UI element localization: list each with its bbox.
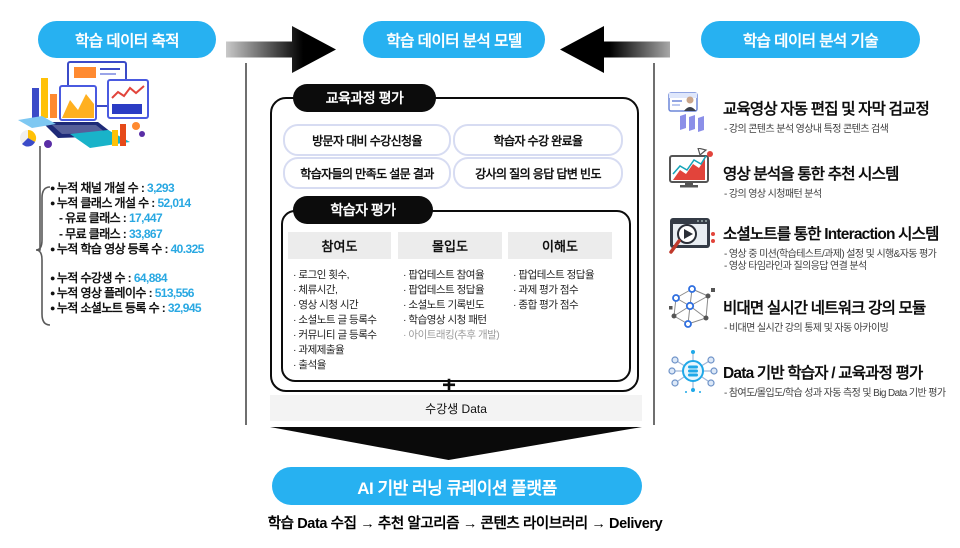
tech-item-sub: - 강의 콘텐츠 분석 영상내 특정 콘텐츠 검색 (724, 124, 889, 135)
eval-box: 방문자 대비 수강신청율 (283, 124, 451, 156)
accumulation-pill: 학습 데이터 축적 (38, 21, 216, 58)
stat-row: ●누적 영상 플레이수 : 513,556 (50, 286, 195, 301)
stat-value: 3,293 (147, 181, 175, 195)
column-header-immersion: 몰입도 (398, 232, 502, 259)
list-item: 커뮤니티 글 등록수 (293, 328, 395, 343)
video-edit-icon (668, 92, 704, 132)
left-divider-line (245, 63, 247, 425)
tech-item-title: 교육영상 자동 편집 및 자막 검교정 (723, 101, 930, 118)
chart-monitor-icon (669, 148, 713, 188)
stat-row: ●누적 채널 개설 수 : 3,293 (50, 181, 175, 195)
stat-row: ●누적 학습 영상 등록 수 : 40.325 (50, 241, 205, 256)
column-header-comprehension: 이해도 (508, 232, 612, 259)
list-item: 종합 평가 점수 (513, 298, 615, 313)
stat-value: 33,867 (128, 226, 163, 241)
arrow-right-icon (226, 26, 336, 73)
cumulative-stats-list: ●누적 채널 개설 수 : 3,293 ●누적 클래스 개설 수 : 52,01… (50, 181, 204, 317)
list-item: 소셜노트 기록빈도 (403, 298, 511, 313)
pipeline-flow-text: 학습 Data 수집 → 추천 알고리즘 → 콘텐츠 라이브러리 → Deliv… (267, 516, 663, 532)
eval-box: 강사의 질의 응답 답변 빈도 (453, 157, 623, 189)
arrow-down-icon (270, 427, 642, 460)
comprehension-list: 팝업테스트 정답율 과제 평가 점수 종합 평가 점수 (513, 268, 615, 313)
stat-row: ●누적 클래스 개설 수 : 52,014 (50, 196, 191, 211)
analysis-tech-pill: 학습 데이터 분석 기술 (701, 21, 920, 58)
tech-item-title: 영상 분석을 통한 추천 시스템 (723, 166, 899, 183)
stat-row: ●누적 수강생 수 : 64,884 (50, 271, 168, 286)
learner-eval-pill: 학습자 평가 (293, 196, 433, 224)
eval-box: 학습자 수강 완료율 (453, 124, 623, 156)
tech-item-sub: - 영상 중 미션(학습테스트/과제) 설정 및 시행&자동 평가 (724, 249, 937, 260)
data-analytics-illustration (18, 61, 149, 148)
tech-item-title: 비대면 실시간 네트워크 강의 모듈 (723, 300, 926, 317)
tech-item-sub: - 비대면 실시간 강의 통제 및 자동 아카이빙 (724, 323, 889, 334)
list-item: 영상 시청 시간 (293, 298, 395, 313)
list-item: 팝업테스트 정답율 (403, 283, 511, 298)
platform-pill: AI 기반 러닝 큐레이션 플랫폼 (272, 467, 642, 505)
list-item: 로그인 횟수, (293, 268, 395, 283)
tech-item-title: Data 기반 학습자 / 교육과정 평가 (723, 365, 923, 382)
course-eval-pill: 교육과정 평가 (293, 84, 436, 112)
tech-item-sub: - 영상 타임라인과 질의응답 연결 분석 (724, 261, 867, 272)
list-item: 팝업테스트 정답율 (513, 268, 615, 283)
list-item: 체류시간, (293, 283, 395, 298)
list-item: 출석율 (293, 358, 395, 373)
stats-brace (35, 146, 51, 326)
immersion-list: 팝업테스트 참여율 팝업테스트 정답율 소셜노트 기록빈도 학습영상 시청 패턴… (403, 268, 511, 343)
stat-row: ●누적 소셜노트 등록 수 : 32,945 (50, 301, 202, 316)
list-item: 과제 평가 점수 (513, 283, 615, 298)
data-network-icon (668, 350, 718, 393)
eval-box: 학습자들의 만족도 설문 결과 (283, 157, 451, 189)
stat-value: 40.325 (170, 241, 205, 256)
stat-value: 17,447 (128, 211, 163, 226)
list-item: 소셜노트 글 등록수 (293, 313, 395, 328)
tech-item-title: 소셜노트를 통한 Interaction 시스템 (723, 226, 939, 243)
list-item: 과제제출율 (293, 343, 395, 358)
stat-row: - 무료 클래스 : 33,867 (59, 226, 163, 241)
participation-list: 로그인 횟수, 체류시간, 영상 시청 시간 소셜노트 글 등록수 커뮤니티 글… (293, 268, 395, 373)
right-divider-line (653, 63, 655, 425)
list-item-muted: 아이트래킹(추후 개발) (403, 328, 511, 343)
stat-value: 64,884 (133, 271, 168, 286)
stat-row: - 유료 클래스 : 17,447 (59, 211, 163, 226)
tech-item-sub: - 참여도/몰입도/학습 성과 자동 측정 및 Big Data 기반 평가 (724, 388, 946, 399)
student-data-bar: 수강생 Data (270, 395, 642, 421)
stat-value: 52,014 (157, 196, 191, 211)
network-icon (669, 285, 715, 328)
stat-value: 32,945 (167, 301, 202, 316)
plus-icon: + (441, 372, 456, 399)
column-header-participation: 참여도 (288, 232, 391, 259)
stat-value: 513,556 (154, 286, 195, 301)
list-item: 학습영상 시청 패턴 (403, 313, 511, 328)
list-item: 팝업테스트 참여율 (403, 268, 511, 283)
analysis-model-pill: 학습 데이터 분석 모델 (363, 21, 545, 58)
tech-item-sub: - 강의 영상 시청패턴 분석 (724, 189, 822, 200)
play-search-icon (669, 218, 715, 254)
